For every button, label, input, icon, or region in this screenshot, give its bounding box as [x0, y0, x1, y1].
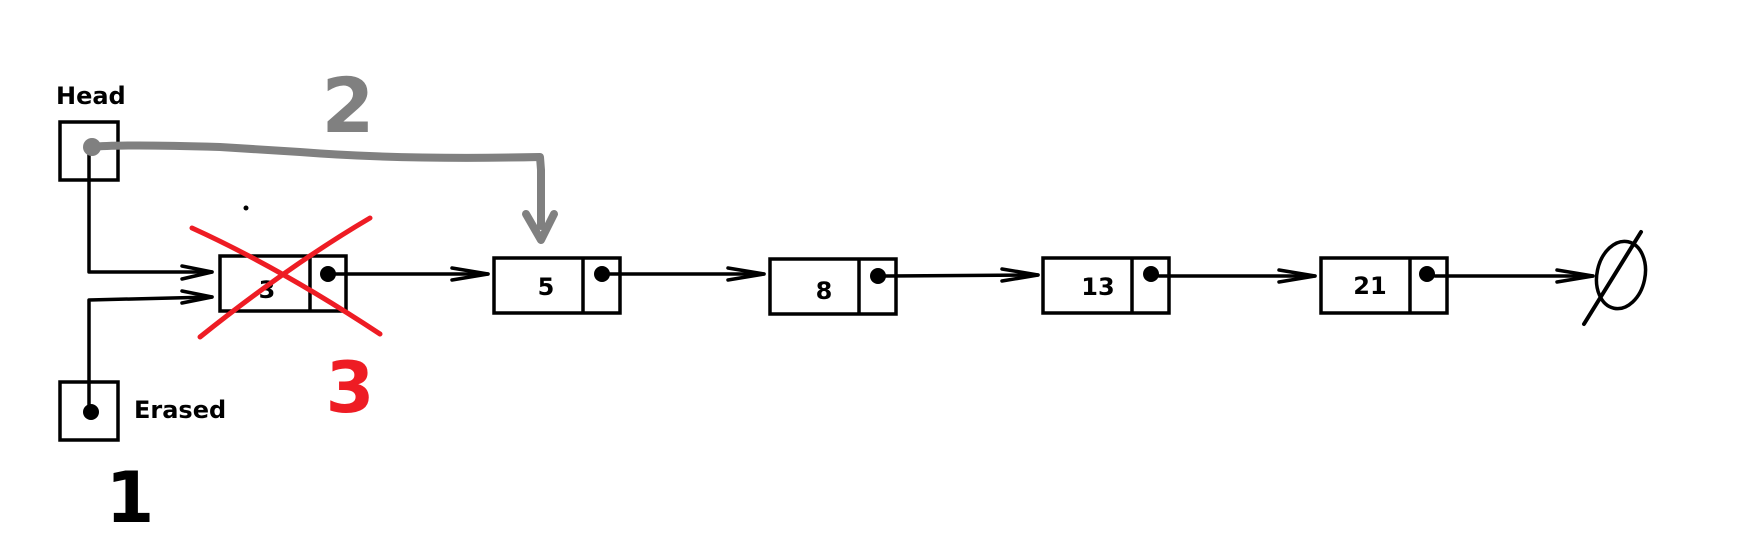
node-8-to-node-13-arrowhead [1000, 267, 1040, 283]
node-8-box [768, 257, 898, 316]
head-label: Head [56, 82, 126, 110]
erased-to-node-3-arrowhead [180, 289, 214, 305]
step-3-label: 3 [326, 347, 375, 429]
null-symbol-ring [1594, 239, 1648, 311]
node-3-pointer-dot [320, 266, 336, 282]
erased-label: Erased [134, 396, 226, 424]
step-2-label: 2 [322, 61, 375, 150]
node-13-value: 13 [1081, 273, 1114, 301]
step-3-cross-stroke-2 [197, 215, 373, 340]
node-5-value: 5 [538, 273, 555, 301]
erased-to-node-3-wire [87, 295, 214, 414]
node-21-value: 21 [1353, 272, 1386, 300]
step-2-redirect-arrowhead [522, 210, 558, 244]
head-to-node-3-wire [87, 149, 214, 274]
node-13: 13 [1041, 256, 1171, 315]
node-21-pointer-dot [1419, 266, 1435, 282]
node-21-to-null-arrowhead [1555, 268, 1595, 284]
node-13-to-node-21-arrowhead [1277, 268, 1317, 284]
step-2-origin-dot [83, 138, 101, 156]
node-21: 21 [1319, 256, 1449, 315]
node-8: 8 [768, 257, 898, 316]
null-symbol-slash [1582, 230, 1643, 326]
stray-dot [243, 205, 249, 211]
node-5: 5 [492, 256, 622, 315]
node-8-to-node-13-wire [884, 273, 1040, 278]
head-to-node-3-arrowhead [180, 264, 214, 281]
node-8-value: 8 [816, 277, 833, 305]
step-1-label: 1 [106, 457, 155, 539]
node-13-pointer-dot [1143, 266, 1159, 282]
node-8-pointer-dot [870, 268, 886, 284]
step-2-redirect-path [88, 141, 545, 230]
node-5-to-node-8-arrowhead [726, 266, 766, 282]
node-5-pointer-dot [594, 266, 610, 282]
node-3-to-node-5-arrowhead [450, 266, 490, 282]
null-symbol [1582, 230, 1648, 326]
erased-pointer-dot [83, 404, 99, 420]
